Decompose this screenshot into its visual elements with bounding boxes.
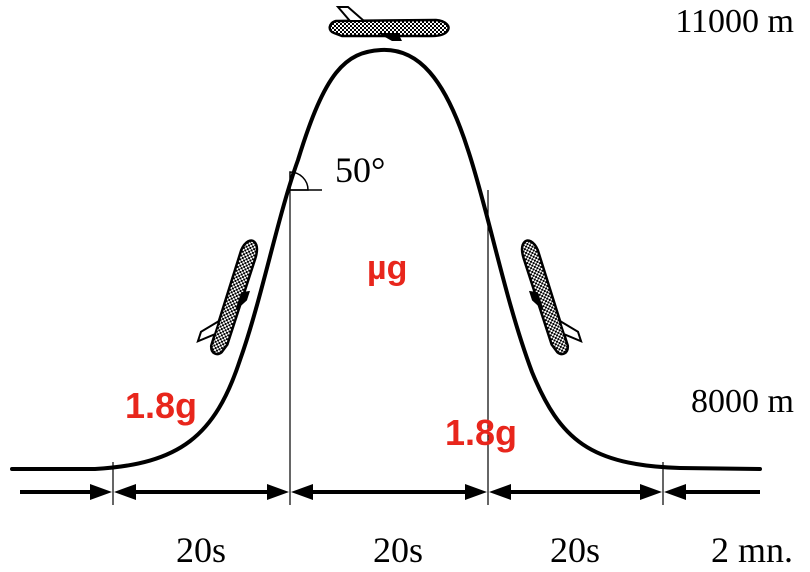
angle-arc-icon	[289, 171, 322, 191]
duration-label-2: 20s	[373, 530, 423, 570]
hypergravity-label-left: 1.8g	[125, 385, 197, 426]
timing-arrows	[20, 484, 760, 500]
duration-label-4: 2 mn.	[711, 530, 793, 570]
airplane-icon	[520, 239, 583, 356]
hypergravity-label-right: 1.8g	[445, 412, 517, 453]
altitude-bottom-label: 8000 m	[691, 383, 794, 420]
microgravity-label: µg	[367, 249, 407, 287]
altitude-top-label: 11000 m	[675, 3, 794, 40]
airplane-icon	[328, 6, 450, 41]
flight-trajectory-curve	[10, 47, 762, 471]
duration-label-3: 20s	[550, 530, 600, 570]
duration-label-1: 20s	[176, 530, 226, 570]
angle-label: 50°	[335, 150, 385, 190]
airplane-icon	[196, 239, 259, 356]
